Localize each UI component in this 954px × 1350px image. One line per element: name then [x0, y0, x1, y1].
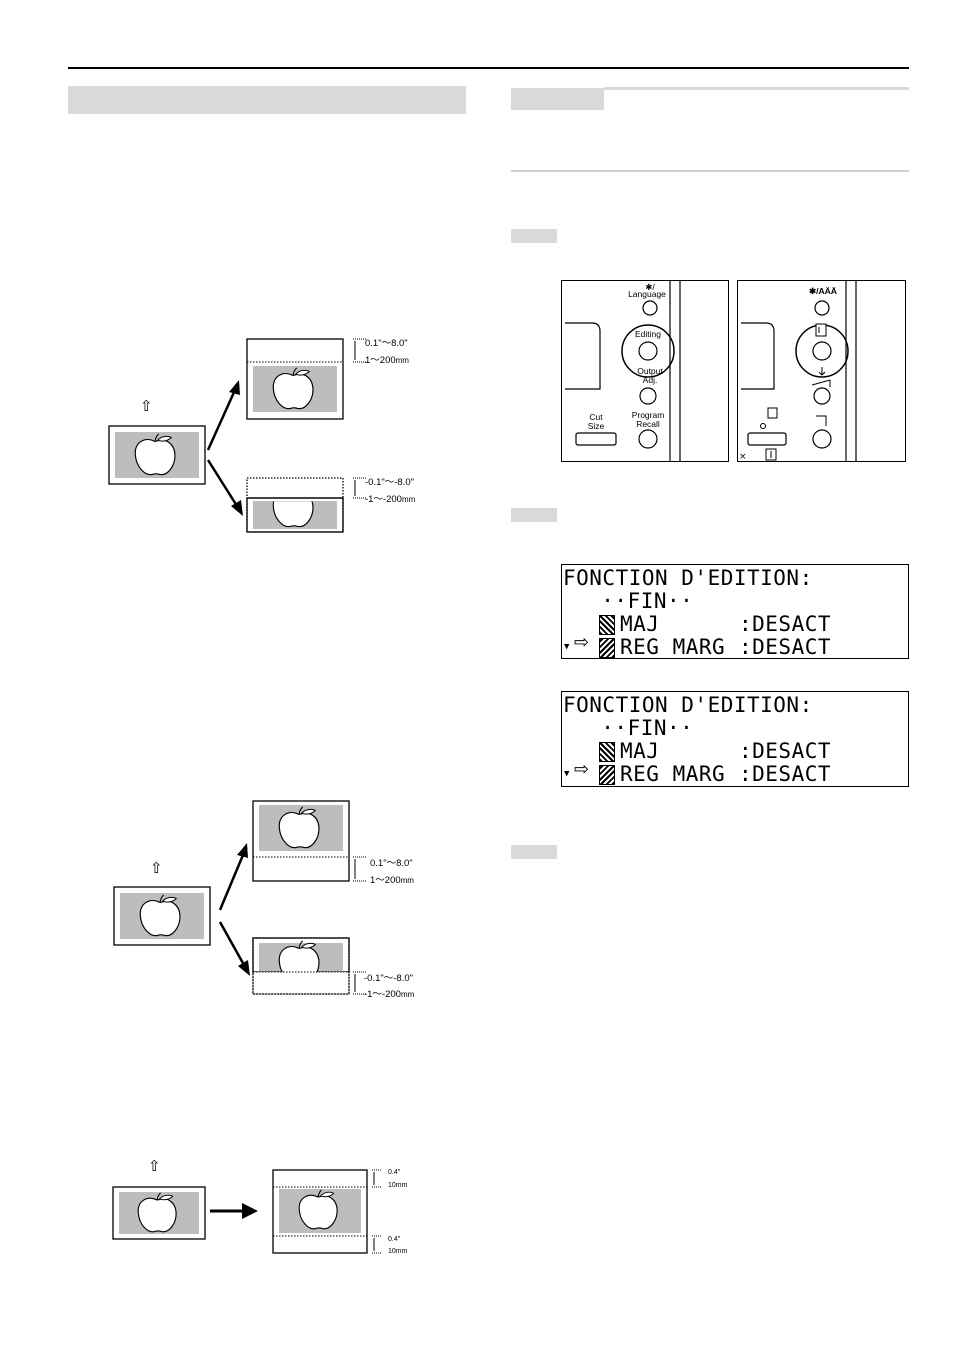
orig-arrow-1: ⇧ — [140, 398, 153, 415]
operation-panel-metric: × ✱/AÄÄ — [737, 280, 906, 462]
shift-mode-icon — [599, 615, 615, 635]
language-symbol-metric: ✱/AÄÄ — [809, 286, 837, 296]
margin-mode-icon — [599, 765, 615, 785]
orig-arrow-2: ⇧ — [150, 860, 163, 877]
operation-panel-inch: ✱/ Language Editing Output Adj. Cut Size… — [561, 280, 729, 462]
separator-right — [511, 170, 909, 172]
diagram-top-margin — [108, 338, 367, 533]
dim-pos-in-1: 0.1"～8.0" — [365, 338, 408, 349]
dim-pos-in-2: 0.1"～8.0" — [370, 858, 413, 869]
section-header-tab-right — [511, 88, 604, 110]
small-in-top: 0.4" — [388, 1169, 401, 1176]
lcd2-line2: ··FIN·· — [575, 716, 694, 740]
cursor-arrow-icon: ⇨ — [574, 632, 590, 653]
dim-neg-in-2: -0.1"～-8.0" — [364, 973, 413, 984]
step-tag-3 — [511, 845, 557, 859]
lcd2-line4-name: REG MARG — [620, 762, 726, 786]
lcd1-line1: FONCTION D'EDITION: — [563, 566, 813, 590]
scroll-down-icon: ▼ — [564, 769, 570, 779]
shift-mode-icon — [599, 742, 615, 762]
orig-arrow-3: ⇧ — [148, 1158, 161, 1175]
diagram-margin — [112, 1169, 382, 1254]
cut-size-label: Cut Size — [587, 412, 605, 431]
editing-label: Editing — [635, 329, 661, 339]
dim-pos-mm-1: 1～200mm — [365, 355, 409, 366]
step-tag-1 — [511, 229, 557, 243]
dim-neg-in-1: -0.1"～-8.0" — [365, 477, 414, 488]
lcd1-line3-name: MAJ — [620, 612, 660, 636]
language-label: Language — [628, 289, 666, 299]
lcd-screen-2: FONCTION D'EDITION: ··FIN·· MAJ :DESACT … — [561, 691, 909, 787]
margin-mode-icon — [599, 638, 615, 658]
step-tag-2 — [511, 508, 557, 522]
lcd1-line4-value: :DESACT — [739, 635, 832, 659]
cursor-arrow-icon: ⇨ — [574, 759, 590, 780]
language-symbol: ✱/ — [645, 282, 655, 292]
lcd-screen-1: FONCTION D'EDITION: ··FIN·· MAJ :DESACT … — [561, 564, 909, 659]
dim-pos-mm-2: 1～200mm — [370, 875, 414, 886]
output-adj-label: Output Adj. — [637, 366, 663, 385]
section-header-line-right — [604, 87, 909, 90]
lcd1-line3-value: :DESACT — [739, 612, 832, 636]
top-rule — [68, 67, 909, 69]
svg-text:×: × — [739, 452, 747, 461]
lcd2-line4-value: :DESACT — [739, 762, 832, 786]
lcd2-line3-value: :DESACT — [739, 739, 832, 763]
dim-neg-mm-2: -1～-200mm — [364, 989, 415, 1000]
lcd2-line1: FONCTION D'EDITION: — [563, 693, 813, 717]
program-recall-label: Program Recall — [631, 410, 665, 429]
lcd1-line4-name: REG MARG — [620, 635, 726, 659]
section-header-bar-left — [68, 86, 466, 114]
small-mm-top: 10mm — [388, 1182, 408, 1189]
small-mm-bottom: 10mm — [388, 1248, 408, 1255]
diagram-bottom-margin — [113, 800, 366, 995]
scroll-down-icon: ▼ — [564, 642, 570, 652]
lcd2-line3-name: MAJ — [620, 739, 660, 763]
small-in-bottom: 0.4" — [388, 1236, 401, 1243]
lcd1-line2: ··FIN·· — [575, 589, 694, 613]
dim-neg-mm-1: -1～-200mm — [365, 494, 416, 505]
